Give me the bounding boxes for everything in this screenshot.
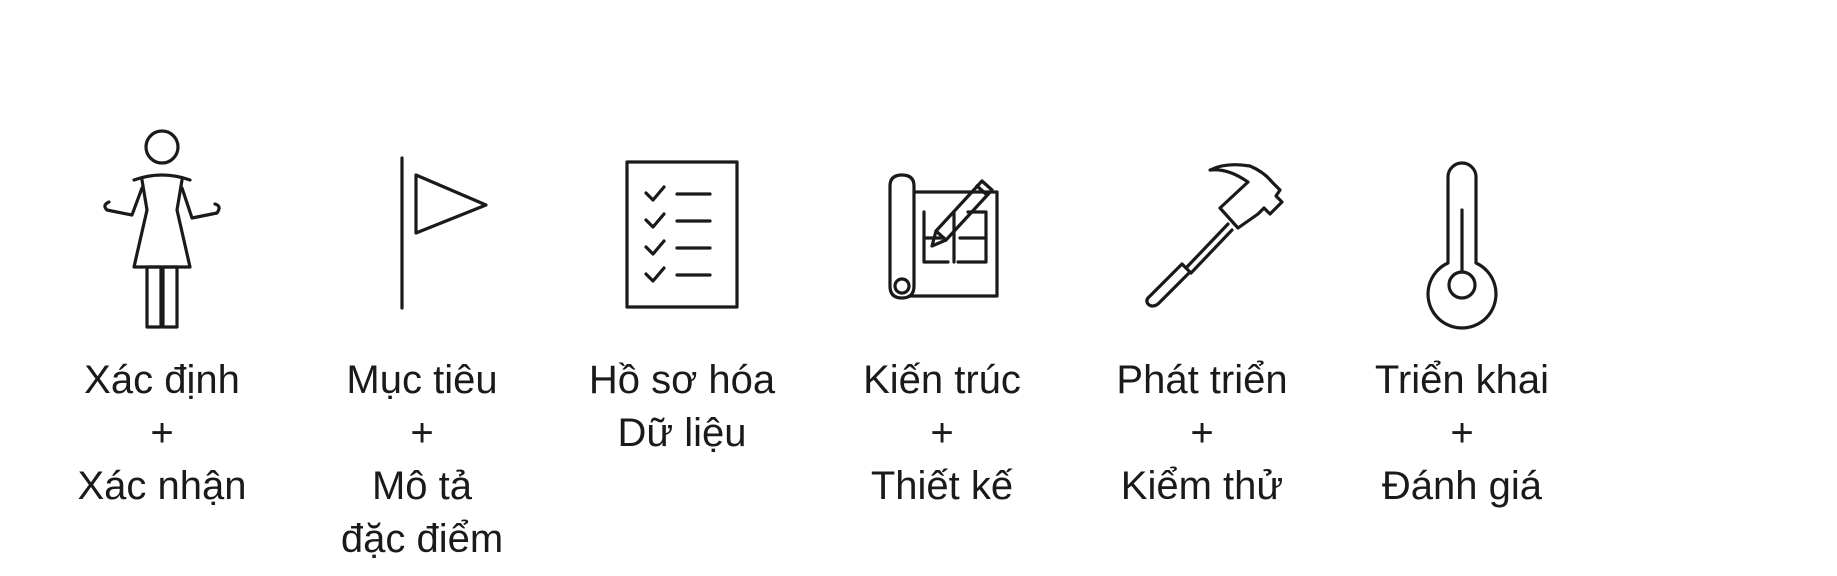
caption-line: Xác nhận <box>77 464 247 508</box>
caption-line: Dữ liệu <box>617 411 747 455</box>
step-caption: Kiến trúc + Thiết kế <box>863 354 1021 513</box>
blueprint-pencil-icon <box>842 130 1042 340</box>
caption-line: Phát triển <box>1116 358 1288 402</box>
caption-line: Triển khai <box>1374 358 1550 402</box>
caption-line: Mục tiêu <box>346 358 498 402</box>
flag-icon <box>322 130 522 340</box>
step-caption: Hồ sơ hóa Dữ liệu <box>589 354 775 460</box>
step-development-testing: Phát triển + Kiểm thử <box>1072 130 1332 513</box>
caption-line: + <box>410 411 434 455</box>
hammer-icon <box>1102 130 1302 340</box>
caption-line: Xác định <box>84 358 240 402</box>
caption-line: Đánh giá <box>1381 464 1543 508</box>
step-caption: Mục tiêu + Mô tả đặc điểm <box>341 354 503 566</box>
caption-line: Mô tả <box>371 464 473 508</box>
caption-line: + <box>930 411 954 455</box>
thermometer-icon <box>1362 130 1562 340</box>
caption-line: Kiểm thử <box>1120 464 1284 508</box>
caption-line: + <box>150 411 174 455</box>
step-deployment-evaluation: Triển khai + Đánh giá <box>1332 130 1592 513</box>
caption-line: Kiến trúc <box>863 358 1021 402</box>
step-architecture-design: Kiến trúc + Thiết kế <box>812 130 1072 513</box>
step-caption: Triển khai + Đánh giá <box>1375 354 1549 513</box>
step-goals-characteristics: Mục tiêu + Mô tả đặc điểm <box>292 130 552 566</box>
checklist-icon <box>582 130 782 340</box>
step-caption: Xác định + Xác nhận <box>77 354 246 513</box>
caption-line: đặc điểm <box>340 517 504 561</box>
caption-line: Thiết kế <box>870 464 1014 508</box>
step-data-profiling: Hồ sơ hóa Dữ liệu <box>552 130 812 460</box>
caption-line: Hồ sơ hóa <box>588 358 776 402</box>
step-identify-validate: Xác định + Xác nhận <box>32 129 292 513</box>
person-icon <box>62 129 262 340</box>
caption-line: + <box>1190 411 1214 455</box>
caption-line: + <box>1450 411 1474 455</box>
step-caption: Phát triển + Kiểm thử <box>1116 354 1287 513</box>
